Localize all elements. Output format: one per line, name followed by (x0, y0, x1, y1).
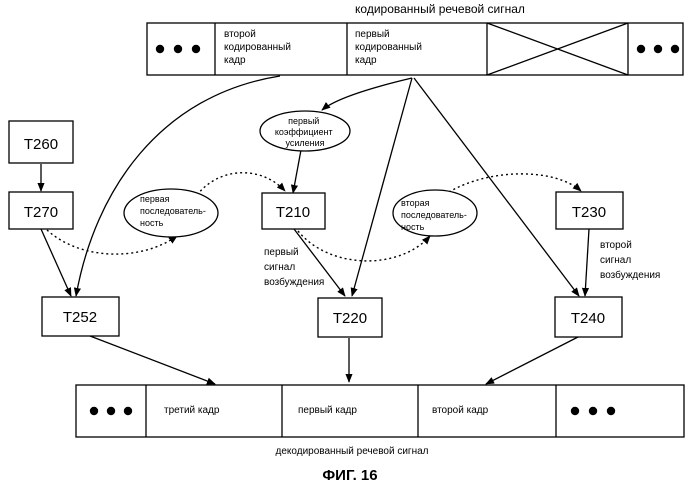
svg-text:T260: T260 (24, 136, 58, 153)
arrow-frame-to-t252 (76, 76, 280, 296)
svg-text:T240: T240 (571, 310, 605, 327)
first-decoded-frame: первый кадр (298, 405, 357, 416)
svg-text:T252: T252 (63, 309, 97, 326)
task-t270: T270 (9, 192, 73, 229)
svg-text:T220: T220 (333, 310, 367, 327)
arrow-t270-to-t252 (41, 229, 71, 296)
task-t230: T230 (556, 192, 623, 229)
task-t210: T210 (262, 193, 325, 229)
arrow-t252-to-third-frame (90, 336, 215, 384)
second-decoded-frame: второй кадр (432, 405, 489, 416)
svg-text:T270: T270 (24, 204, 58, 221)
third-decoded-frame: третий кадр (164, 405, 220, 416)
arrow-frame-to-gain (322, 78, 412, 110)
task-t240: T240 (555, 297, 622, 337)
dotted-t210-to-seq2 (298, 231, 430, 261)
ellipsis-dots-bottom-left (90, 407, 132, 415)
task-t252: T252 (42, 297, 119, 336)
arrow-frame-to-t240 (414, 78, 579, 296)
task-t220: T220 (318, 298, 382, 337)
ellipsis-dots-top-right (637, 45, 679, 53)
arrow-gain-to-t210 (293, 150, 301, 193)
dotted-seq2-to-t230 (449, 174, 581, 192)
encoded-signal-label: кодированный речевой сигнал (355, 2, 525, 16)
svg-text:T230: T230 (572, 204, 606, 221)
first-gain-ellipse: первый коэффициент усиления (260, 111, 350, 151)
ellipsis-dots-bottom-right (571, 407, 615, 415)
arrow-t240-to-second-frame (486, 337, 578, 384)
figure-caption: ФИГ. 16 (322, 467, 377, 484)
task-t260: T260 (9, 121, 73, 163)
arrow-frame-to-t220 (352, 78, 412, 296)
dotted-seq1-to-t210 (197, 173, 285, 195)
first-sequence-ellipse: первая последователь- ность (124, 189, 218, 237)
second-sequence-ellipse: вторая последователь- ность (393, 190, 477, 236)
arrow-t230-to-t240 (585, 229, 589, 296)
svg-text:T210: T210 (276, 204, 310, 221)
ellipsis-dots-top-left (156, 45, 200, 53)
second-excitation-signal-label: второй сигнал возбуждения (600, 240, 660, 281)
first-excitation-signal-label: первый сигнал возбуждения (264, 247, 324, 288)
decoded-signal-label: декодированный речевой сигнал (276, 446, 429, 457)
